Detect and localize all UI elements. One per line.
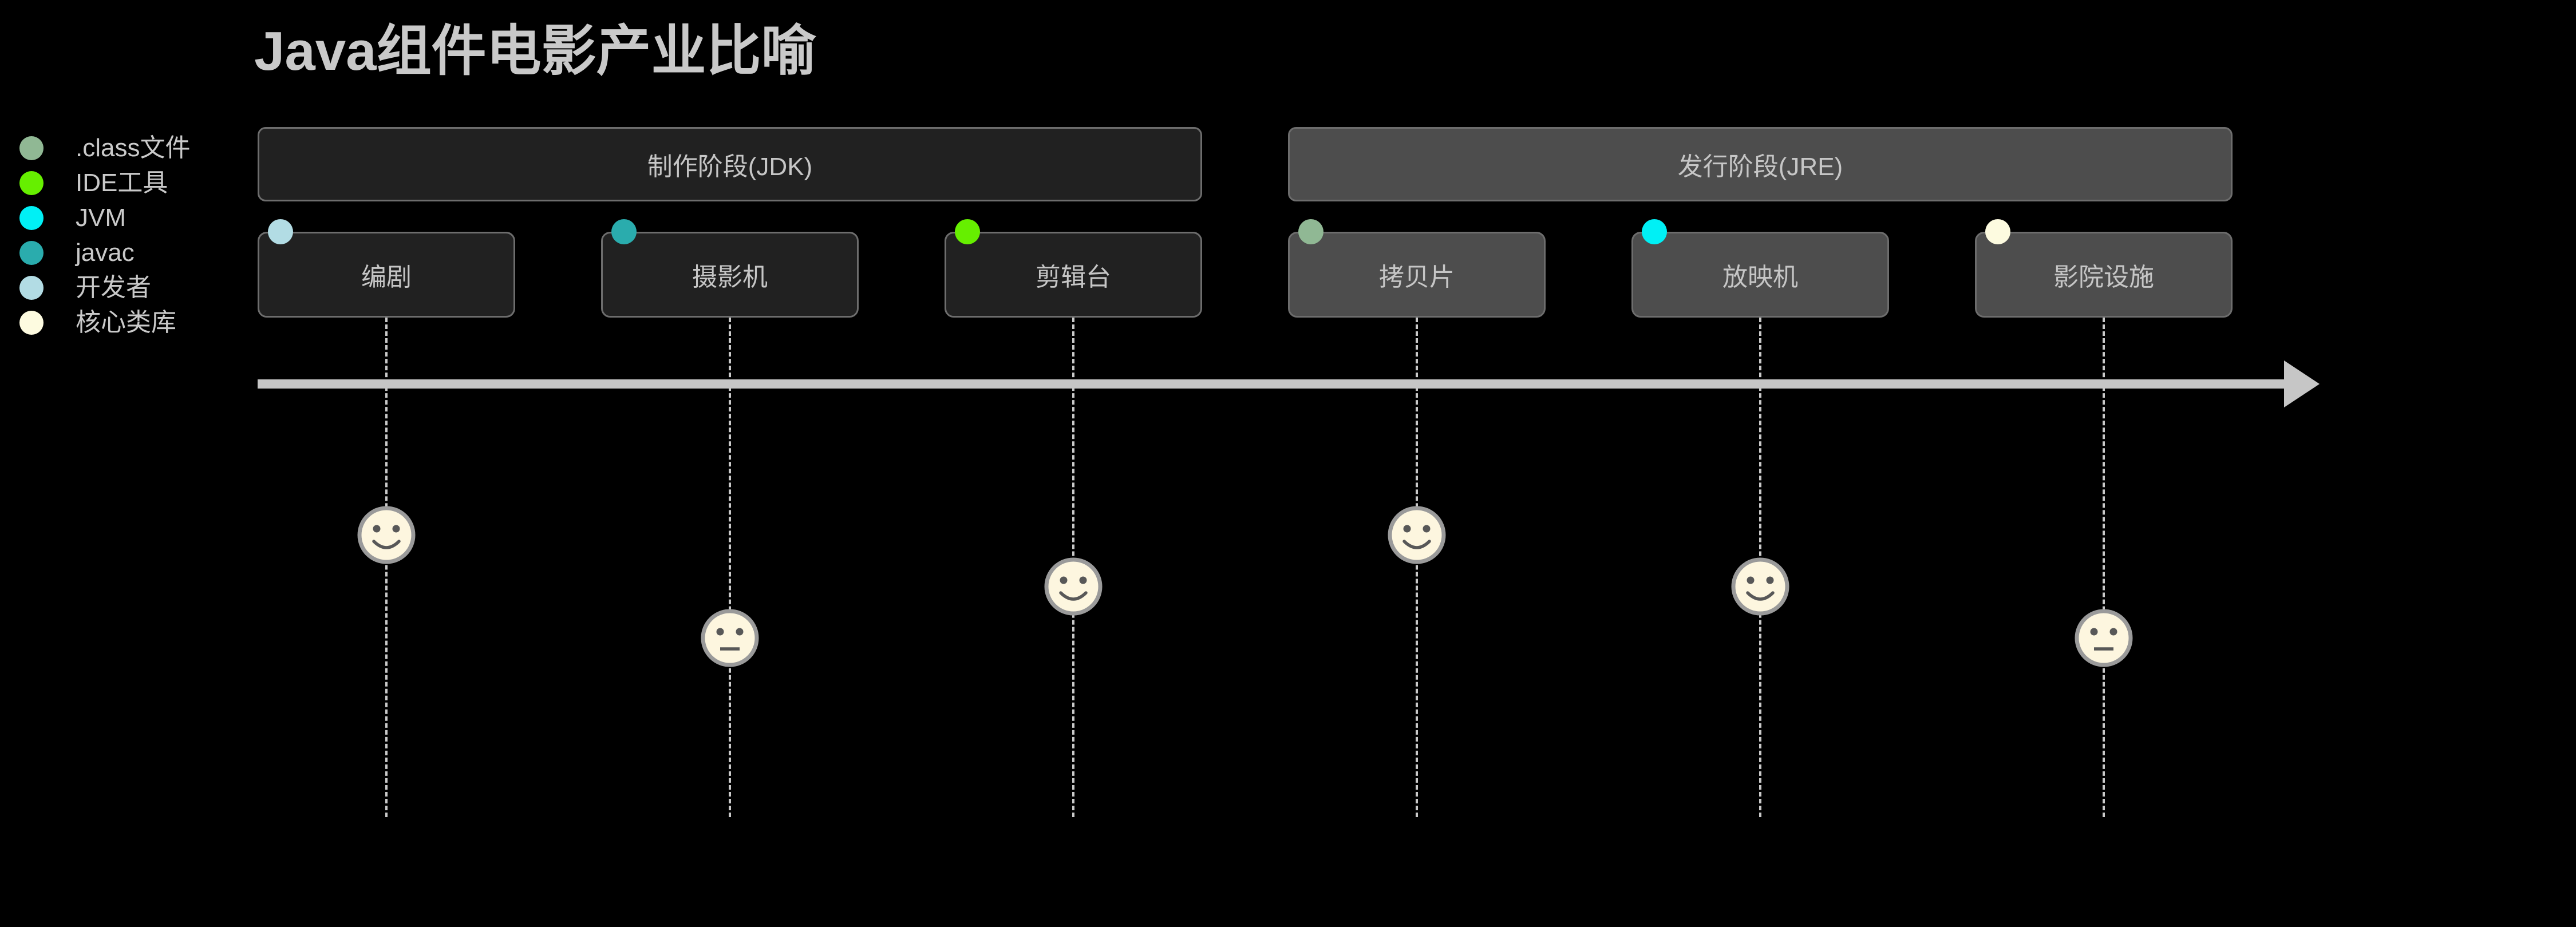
neutral-face-icon	[2073, 608, 2134, 671]
arrow-right-icon	[2284, 360, 2320, 407]
phase-header-label: 制作阶段(JDK)	[647, 153, 813, 181]
item-card-label: 编剧	[361, 263, 412, 291]
item-card-marker-dot	[1985, 219, 2010, 244]
legend-item-label: 核心类库	[76, 308, 176, 336]
smiley-face-icon	[1043, 556, 1104, 620]
phase-header-2[interactable]: 发行阶段(JRE)	[1288, 127, 2233, 201]
legend-item: 开发者	[17, 270, 246, 305]
phase-header-label: 发行阶段(JRE)	[1677, 153, 1843, 181]
legend-item-label: javac	[76, 238, 135, 267]
legend-item: 核心类库	[17, 305, 246, 340]
item-card-marker-dot	[611, 219, 637, 244]
item-card-label: 放映机	[1722, 263, 1798, 291]
connector-dashed-line	[1416, 318, 1418, 817]
legend-item: IDE工具	[17, 165, 246, 200]
item-card-label: 拷贝片	[1379, 263, 1455, 291]
item-card-label: 摄影机	[692, 263, 768, 291]
smiley-face-icon	[1730, 556, 1791, 620]
connector-dashed-line	[729, 318, 731, 817]
neutral-face-icon	[700, 608, 760, 671]
item-card[interactable]: 编剧	[258, 232, 515, 318]
legend-color-dot	[19, 240, 44, 265]
page-title: Java组件电影产业比喻	[254, 21, 816, 82]
legend-color-dot	[19, 310, 44, 335]
connector-dashed-line	[385, 318, 388, 817]
smiley-face-icon	[1386, 505, 1447, 568]
legend-item: .class文件	[17, 130, 246, 165]
legend-item-label: 开发者	[76, 273, 151, 302]
legend-item: javac	[17, 235, 246, 270]
legend-color-dot	[19, 136, 44, 160]
connector-dashed-line	[2103, 318, 2105, 817]
item-card-label: 剪辑台	[1036, 263, 1111, 291]
item-card-marker-dot	[1298, 219, 1323, 244]
legend-item-label: JVM	[76, 203, 126, 232]
legend-item-label: IDE工具	[76, 168, 168, 197]
item-card[interactable]: 拷贝片	[1288, 232, 1546, 318]
item-card[interactable]: 摄影机	[601, 232, 859, 318]
timeline-axis	[258, 379, 2293, 389]
legend-color-dot	[19, 171, 44, 195]
legend-item-label: .class文件	[76, 133, 191, 162]
legend: .class文件 IDE工具 JVM javac 开发者核心类库	[17, 130, 246, 340]
item-card[interactable]: 剪辑台	[945, 232, 1202, 318]
smiley-face-icon	[356, 505, 417, 568]
item-card-label: 影院设施	[2053, 263, 2154, 291]
legend-item: JVM	[17, 200, 246, 235]
legend-color-dot	[19, 205, 44, 230]
item-card[interactable]: 影院设施	[1975, 232, 2233, 318]
item-card-marker-dot	[955, 219, 980, 244]
item-card-marker-dot	[268, 219, 293, 244]
item-card-marker-dot	[1642, 219, 1667, 244]
legend-color-dot	[19, 275, 44, 300]
item-card[interactable]: 放映机	[1631, 232, 1889, 318]
phase-header-1[interactable]: 制作阶段(JDK)	[258, 127, 1202, 201]
